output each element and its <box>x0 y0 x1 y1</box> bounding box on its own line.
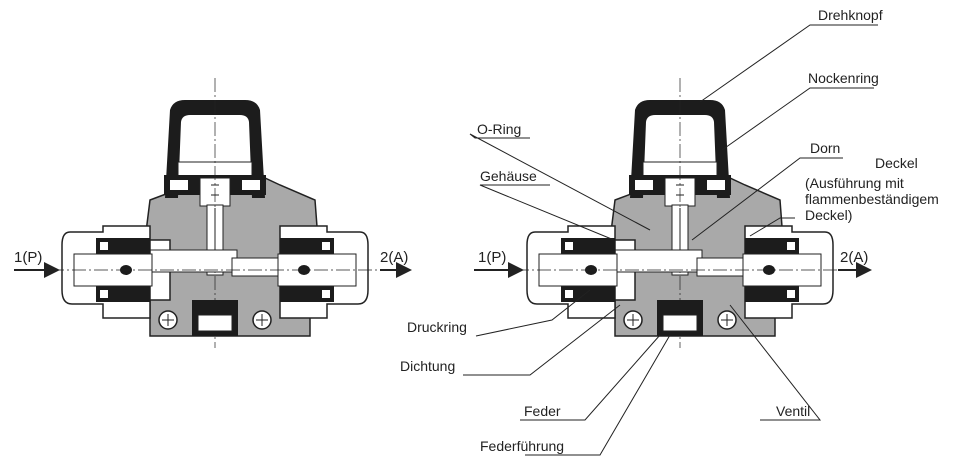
callout-druckring: Druckring <box>407 319 467 335</box>
left-outlet-port-label: 2(A) <box>380 249 408 266</box>
callout-deckel: Deckel <box>875 155 918 171</box>
callout-ventil: Ventil <box>776 403 810 419</box>
callout-feder: Feder <box>524 403 561 419</box>
left-valve-drawing <box>49 77 381 349</box>
right-inlet-port-label: 1(P) <box>478 249 506 266</box>
callout-drehknopf: Drehknopf <box>818 7 883 23</box>
right-outlet-port-label: 2(A) <box>840 249 868 266</box>
callout-dorn: Dorn <box>810 140 840 156</box>
callout-federfuehrung: Federführung <box>480 438 564 454</box>
callout-dichtung: Dichtung <box>400 358 455 374</box>
callout-deckel-note-3: Deckel) <box>805 207 852 223</box>
callout-gehaeuse: Gehäuse <box>480 168 537 184</box>
callout-o-ring: O-Ring <box>477 121 521 137</box>
callout-nockenring: Nockenring <box>808 70 879 86</box>
left-inlet-port-label: 1(P) <box>14 249 42 266</box>
callout-leader-lines <box>463 24 878 456</box>
right-valve-drawing <box>514 77 846 349</box>
callout-deckel-note-2: flammenbeständigem <box>805 191 939 207</box>
callout-deckel-note-1: (Ausführung mit <box>805 175 904 191</box>
